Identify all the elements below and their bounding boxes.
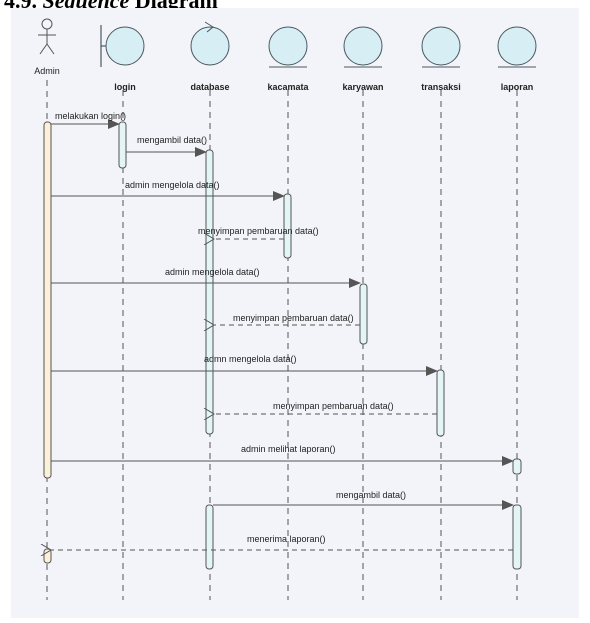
entity-icon — [421, 26, 461, 68]
message-label: mengambil data() — [137, 135, 207, 145]
entity-icon — [268, 26, 308, 68]
messages: melakukan login() mengambil data() admin… — [51, 111, 514, 550]
participant-transaksi[interactable]: transaksi — [421, 26, 461, 92]
message-label: menerima laporan() — [247, 534, 326, 544]
message-label: admin mengelola data() — [165, 267, 260, 277]
activation-karyawan[interactable] — [359, 283, 368, 345]
message-simpan-karyawan[interactable]: menyimpan pembaruan data() — [214, 313, 360, 325]
entity-icon — [497, 26, 537, 68]
activation-database-2[interactable] — [205, 504, 214, 570]
actor-icon — [38, 18, 56, 55]
participant-label-transaksi: transaksi — [421, 82, 461, 92]
activation-transaksi[interactable] — [436, 369, 445, 437]
message-label: menyimpan pembaruan data() — [198, 226, 319, 236]
participant-laporan[interactable]: laporan — [497, 26, 537, 92]
participant-kacamata[interactable]: kacamata — [267, 26, 310, 92]
message-label: mengambil data() — [336, 490, 406, 500]
participant-label-laporan: laporan — [501, 82, 534, 92]
message-label: admin melihat laporan() — [241, 444, 336, 454]
activation-kacamata[interactable] — [283, 193, 292, 259]
control-icon — [190, 21, 230, 66]
message-menerima-laporan[interactable]: menerima laporan() — [51, 534, 513, 550]
message-simpan-transaksi[interactable]: menyimpan pembaruan data() — [214, 401, 437, 414]
message-mengambil-data-login[interactable]: mengambil data() — [126, 135, 207, 157]
activation-admin[interactable] — [43, 121, 52, 479]
participant-login[interactable]: login — [100, 25, 145, 92]
activation-database[interactable] — [205, 149, 214, 435]
message-mengambil-data-laporan[interactable]: mengambil data() — [213, 490, 514, 510]
participant-label-login: login — [114, 82, 136, 92]
message-mengelola-karyawan[interactable]: admin mengelola data() — [51, 267, 361, 288]
diagram-canvas: Admin login database kacamata karyawan — [11, 8, 579, 618]
activation-laporan-2[interactable] — [512, 504, 522, 570]
message-melihat-laporan[interactable]: admin melihat laporan() — [51, 444, 514, 466]
participant-karyawan[interactable]: karyawan — [342, 26, 384, 92]
boundary-icon — [100, 25, 145, 67]
entity-icon — [343, 26, 383, 68]
participant-label-database: database — [190, 82, 229, 92]
activation-admin-2[interactable] — [43, 548, 52, 564]
message-label: admn mengelola data() — [204, 354, 297, 364]
activation-bars — [43, 121, 522, 570]
participant-label-karyawan: karyawan — [342, 82, 383, 92]
participant-admin[interactable]: Admin — [34, 18, 60, 76]
activation-login[interactable] — [118, 121, 127, 169]
message-simpan-kacamata[interactable]: menyimpan pembaruan data() — [198, 226, 319, 239]
message-melakukan-login[interactable]: melakukan login() — [51, 111, 126, 129]
lifelines — [46, 80, 518, 600]
message-mengelola-kacamata[interactable]: admin mengelola data() — [51, 180, 285, 201]
participant-label-kacamata: kacamata — [267, 82, 309, 92]
message-label: menyimpan pembaruan data() — [273, 401, 394, 411]
participant-database[interactable]: database — [190, 21, 230, 92]
message-mengelola-transaksi[interactable]: admn mengelola data() — [51, 354, 438, 376]
sequence-diagram: Admin login database kacamata karyawan — [34, 18, 537, 600]
message-label: melakukan login() — [55, 111, 126, 121]
activation-laporan-1[interactable] — [512, 458, 522, 475]
participant-label-admin: Admin — [34, 66, 60, 76]
message-label: menyimpan pembaruan data() — [233, 313, 354, 323]
message-label: admin mengelola data() — [125, 180, 220, 190]
